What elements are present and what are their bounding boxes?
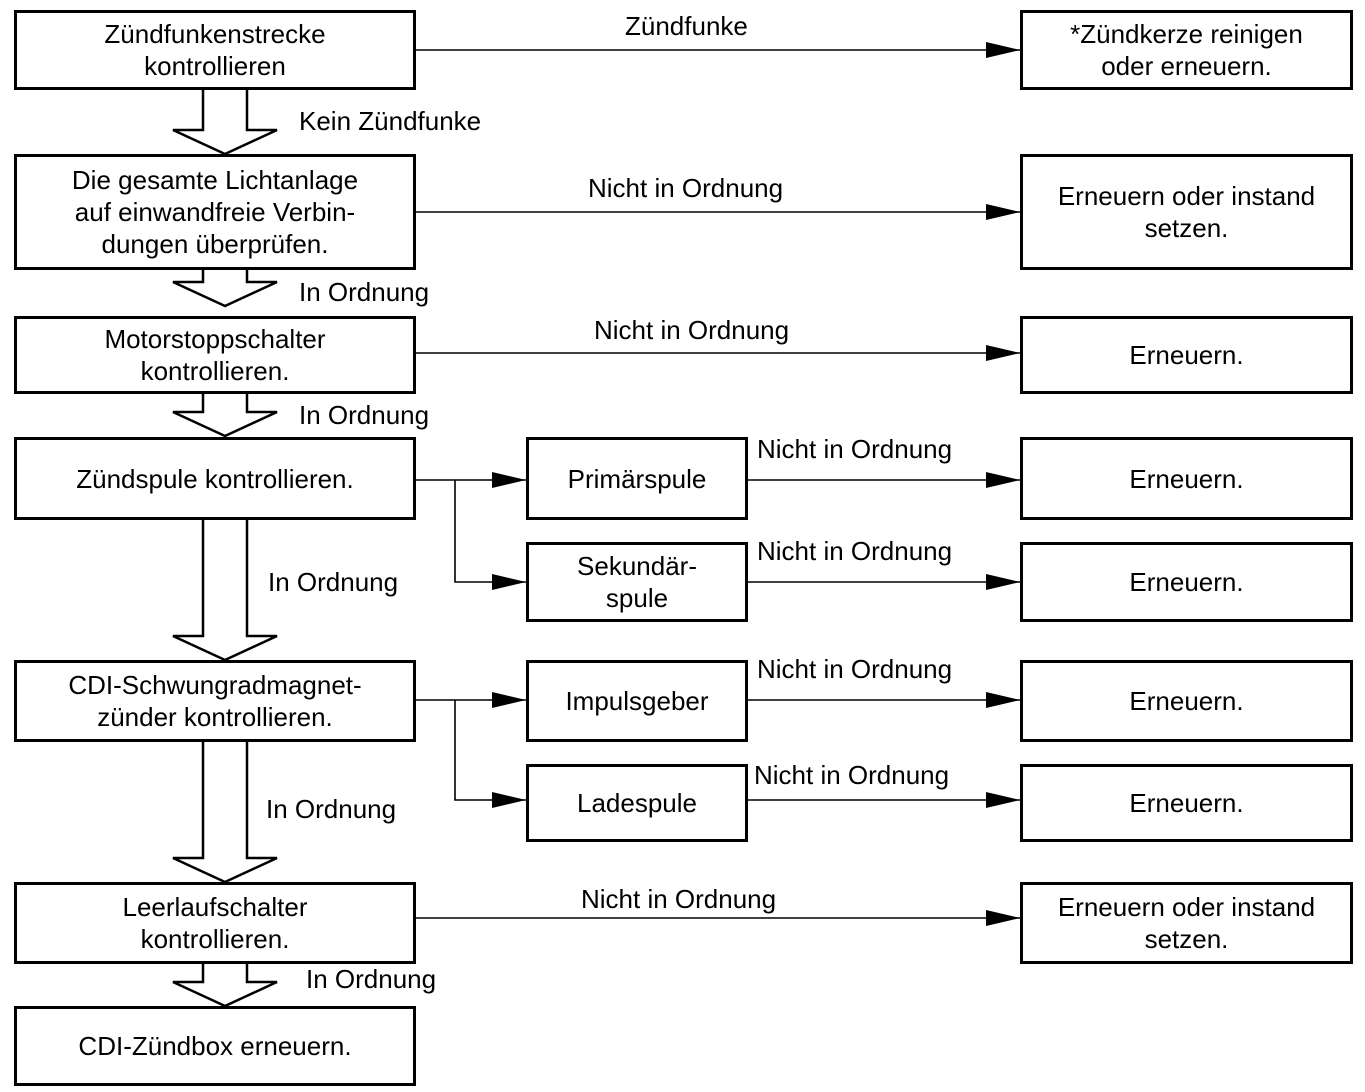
down-arrow-6 — [172, 962, 278, 1008]
box-clean-or-replace-plug: *Zündkerze reinigen oder erneuern. — [1020, 10, 1353, 90]
label-not-ok-secondary: Nicht in Ordnung — [757, 536, 953, 566]
label-no-spark: Kein Zündfunke — [299, 106, 482, 136]
label-not-ok-primary: Nicht in Ordnung — [757, 434, 953, 464]
box-replace-or-repair-2: Erneuern oder instand setzen. — [1020, 882, 1353, 964]
box-replace-cdi-unit: CDI-Zündbox erneuern. — [14, 1006, 416, 1086]
label-not-ok-2: Nicht in Ordnung — [594, 315, 790, 345]
label-not-ok-3: Nicht in Ordnung — [581, 884, 777, 914]
box-replace-5: Erneuern. — [1020, 764, 1353, 842]
box-check-cdi-magneto: CDI-Schwungradmagnet- zünder kontrollier… — [14, 660, 416, 742]
label-spark: Zündfunke — [625, 11, 748, 41]
label-ok-1: In Ordnung — [299, 277, 430, 307]
box-pulser-coil: Impulsgeber — [526, 660, 748, 742]
down-arrow-1 — [172, 88, 278, 156]
label-ok-3: In Ordnung — [268, 567, 399, 597]
label-ok-4: In Ordnung — [266, 794, 397, 824]
box-check-idle-switch: Leerlaufschalter kontrollieren. — [14, 882, 416, 964]
box-replace-or-repair-1: Erneuern oder instand setzen. — [1020, 154, 1353, 270]
arrow-to-charging — [454, 700, 526, 808]
box-check-engine-stop-switch: Motorstoppschalter kontrollieren. — [14, 316, 416, 394]
down-arrow-5 — [172, 740, 278, 884]
label-ok-5: In Ordnung — [306, 964, 437, 994]
label-not-ok-pulser: Nicht in Ordnung — [757, 654, 953, 684]
down-arrow-4 — [172, 518, 278, 662]
label-not-ok-1: Nicht in Ordnung — [588, 173, 784, 203]
box-charging-coil: Ladespule — [526, 764, 748, 842]
box-secondary-coil: Sekundär- spule — [526, 542, 748, 622]
box-check-ignition-coil: Zündspule kontrollieren. — [14, 437, 416, 520]
label-ok-2: In Ordnung — [299, 400, 430, 430]
down-arrow-2 — [172, 268, 278, 308]
box-replace-1: Erneuern. — [1020, 316, 1353, 394]
arrow-to-secondary — [454, 480, 526, 590]
box-replace-3: Erneuern. — [1020, 542, 1353, 622]
box-replace-2: Erneuern. — [1020, 437, 1353, 520]
box-check-spark-gap: Zündfunkenstrecke kontrollieren — [14, 10, 416, 90]
box-check-lighting-system: Die gesamte Lichtanlage auf einwandfreie… — [14, 154, 416, 270]
down-arrow-3 — [172, 392, 278, 438]
label-not-ok-charging: Nicht in Ordnung — [754, 760, 950, 790]
box-replace-4: Erneuern. — [1020, 660, 1353, 742]
box-primary-coil: Primärspule — [526, 437, 748, 520]
